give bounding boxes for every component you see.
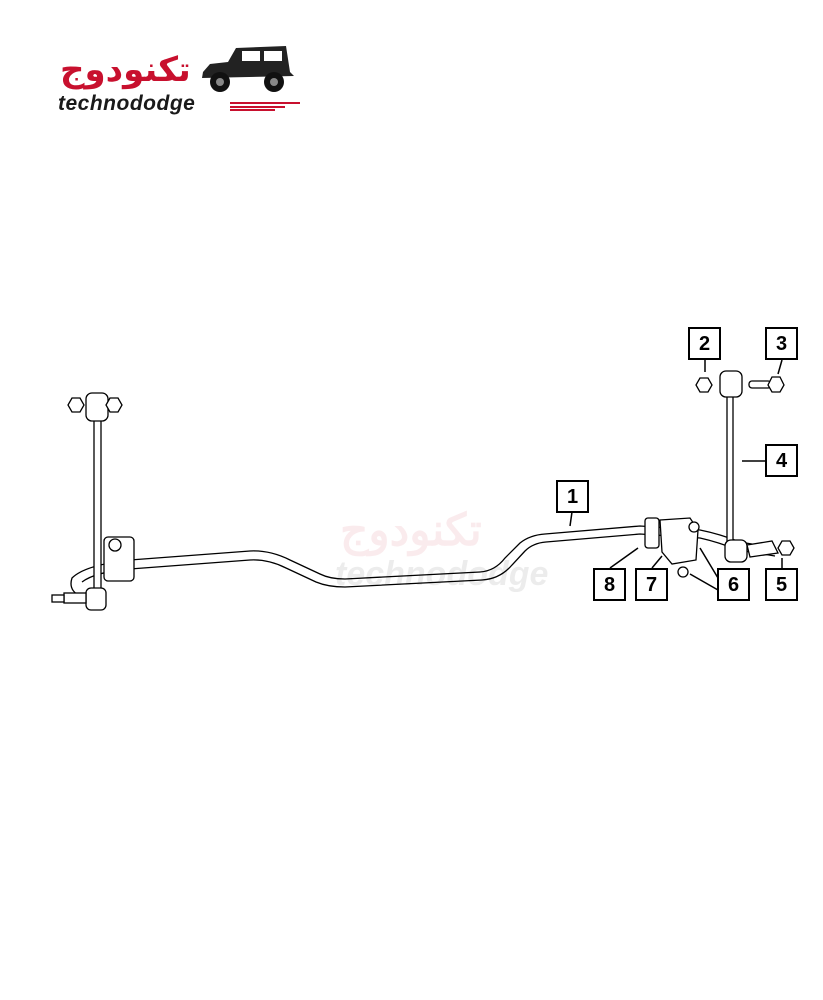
- logo-latin-text: technododge: [58, 92, 196, 115]
- svg-text:2: 2: [699, 333, 710, 355]
- svg-text:1: 1: [567, 486, 578, 508]
- logo-speed-lines: [230, 102, 300, 111]
- svg-text:5: 5: [776, 574, 787, 596]
- callout-6: 6: [717, 568, 750, 601]
- svg-text:8: 8: [604, 574, 615, 596]
- left-bushing-clamp: [103, 536, 135, 582]
- jeep-icon: [202, 46, 294, 92]
- right-stabilizer-link: [695, 370, 795, 563]
- svg-text:6: 6: [728, 574, 739, 596]
- svg-text:4: 4: [776, 450, 788, 472]
- callout-1: 1: [556, 480, 589, 513]
- svg-text:7: 7: [646, 574, 657, 596]
- svg-text:3: 3: [776, 333, 787, 355]
- callout-3: 3: [765, 327, 798, 360]
- brand-logo: تكنودوج technododge: [50, 40, 310, 120]
- leader-lines: [569, 359, 783, 591]
- callout-5: 5: [765, 568, 798, 601]
- watermark-arabic: تكنودوج: [340, 506, 482, 555]
- logo-arabic-text: تكنودوج: [60, 50, 191, 90]
- callout-2: 2: [688, 327, 721, 360]
- right-bushing-clamp: [644, 517, 700, 578]
- left-stabilizer-link: [51, 392, 123, 611]
- callout-4: 4: [765, 444, 798, 477]
- callout-8: 8: [593, 568, 626, 601]
- callout-7: 7: [635, 568, 668, 601]
